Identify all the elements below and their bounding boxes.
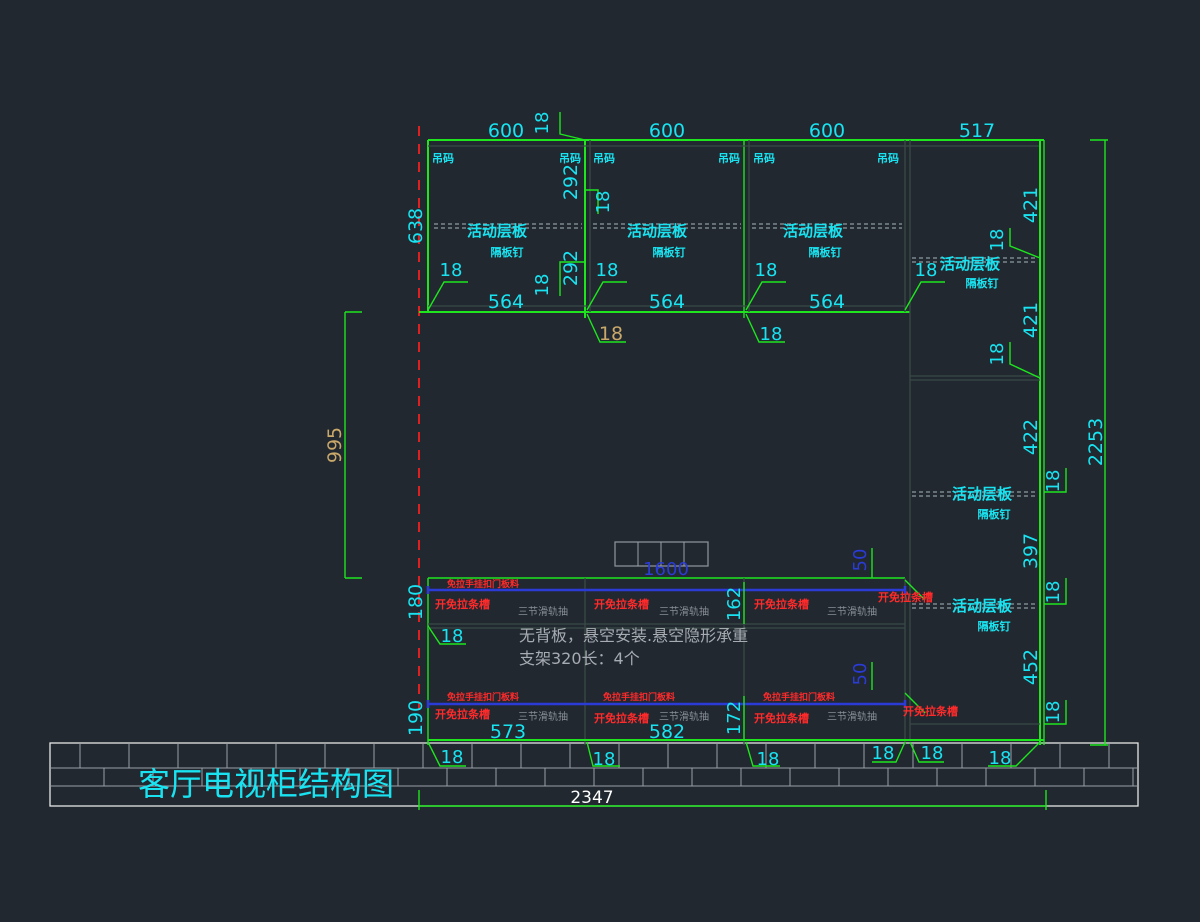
upper-width-2: 600	[649, 120, 685, 142]
thk-right-2: 18	[987, 343, 1008, 366]
thk-mid-upper: 18	[593, 191, 614, 214]
thickness-leaders	[427, 112, 1067, 767]
shelf-sub-5: 隔板钉	[978, 507, 1011, 521]
strip-lower-3: 免拉手挂扣门板料	[763, 691, 835, 703]
upper-half-bottom: 292	[560, 250, 582, 286]
shelf-sub-4: 隔板钉	[966, 276, 999, 290]
thk-drawer: 18	[441, 626, 464, 647]
shelf-sub-1: 隔板钉	[491, 245, 524, 259]
right-tall-column	[910, 140, 1045, 745]
rail-4: 三节滑轨抽	[518, 710, 568, 723]
thk-bottom-3: 18	[757, 749, 780, 770]
upper-cabinet	[419, 139, 1044, 740]
install-note: 无背板，悬空安装.悬空隐形承重	[519, 626, 748, 645]
thk-top: 18	[532, 112, 553, 135]
drawer-lower-height: 190	[405, 700, 427, 736]
upper-width-1: 600	[488, 120, 524, 142]
pull-4: 开免拉条槽	[878, 590, 933, 604]
total-height: 2253	[1085, 418, 1107, 466]
drawer-mid-upper: 162	[724, 587, 745, 621]
shelf-label-4: 活动层板	[940, 255, 1001, 273]
thk-col-2: 18	[596, 260, 619, 281]
rail-6: 三节滑轨抽	[827, 710, 877, 723]
hanger-6: 吊码	[877, 152, 899, 165]
strip-upper-1: 免拉手挂扣门板料	[447, 578, 519, 590]
rail-5: 三节滑轨抽	[659, 710, 709, 723]
hanger-1: 吊码	[432, 152, 454, 165]
total-width: 2347	[570, 788, 613, 808]
rail-1: 三节滑轨抽	[518, 605, 568, 618]
shelf-label-5: 活动层板	[952, 485, 1013, 503]
inner-width-2: 564	[649, 291, 685, 313]
thk-right-3: 18	[1043, 470, 1064, 493]
shelf-sub-3: 隔板钉	[809, 245, 842, 259]
thk-bottom-6: 18	[989, 748, 1012, 769]
blue-dim-lower: 50	[850, 663, 871, 686]
upper-width-3: 600	[809, 120, 845, 142]
thk-right-1: 18	[987, 229, 1008, 252]
strip-lower-1: 免拉手挂扣门板料	[447, 691, 519, 703]
drawer-upper-height: 180	[405, 584, 427, 620]
pull-7: 开免拉条槽	[754, 711, 809, 725]
dimension-lines	[344, 139, 1108, 810]
inner-width-1: 564	[488, 291, 524, 313]
thk-right-4: 18	[1043, 581, 1064, 604]
bracket-note: 支架320长：4个	[519, 649, 640, 668]
rail-2: 三节滑轨抽	[659, 605, 709, 618]
drawer-mid-lower: 172	[724, 701, 745, 735]
right-col-1: 421	[1020, 187, 1042, 223]
gap-height: 995	[324, 427, 346, 463]
thk-bottom-5: 18	[921, 743, 944, 764]
shelf-sub-6: 隔板钉	[978, 619, 1011, 633]
rail-3: 三节滑轨抽	[827, 605, 877, 618]
drawing-title: 客厅电视柜结构图	[138, 765, 394, 803]
thk-tan: 18	[599, 323, 623, 345]
pull-3: 开免拉条槽	[754, 597, 809, 611]
thk-right-5: 18	[1043, 701, 1064, 724]
pull-2: 开免拉条槽	[594, 597, 649, 611]
thk-col-4: 18	[915, 260, 938, 281]
drawer-area	[426, 541, 1044, 745]
thk-mid-lower: 18	[532, 274, 553, 297]
thk-col-1: 18	[440, 260, 463, 281]
right-col-3: 422	[1020, 419, 1042, 455]
blue-dim-upper: 50	[850, 549, 871, 572]
shelf-label-2: 活动层板	[627, 222, 688, 240]
pull-6: 开免拉条槽	[594, 711, 649, 725]
hanger-3: 吊码	[593, 152, 615, 165]
right-col-2: 421	[1020, 302, 1042, 338]
right-col-5: 452	[1020, 649, 1042, 685]
shelf-label-3: 活动层板	[783, 222, 844, 240]
thk-col-3: 18	[755, 260, 778, 281]
thk-bottom-1: 18	[441, 747, 464, 768]
strip-lower-2: 免拉手挂扣门板料	[603, 691, 675, 703]
hanger-4: 吊码	[718, 152, 740, 165]
upper-width-4: 517	[959, 120, 995, 142]
shelf-label-6: 活动层板	[952, 597, 1013, 615]
pull-8: 开免拉条槽	[903, 704, 958, 718]
right-col-4: 397	[1020, 533, 1042, 569]
upper-height: 638	[405, 208, 427, 244]
opening-width: 1600	[643, 559, 689, 580]
thk-below-2: 18	[760, 324, 783, 345]
bottom-width-2: 582	[649, 721, 685, 743]
hanger-2: 吊码	[559, 152, 581, 165]
shelf-sub-2: 隔板钉	[653, 245, 686, 259]
pull-1: 开免拉条槽	[435, 597, 490, 611]
thk-bottom-2: 18	[593, 749, 616, 770]
pull-5: 开免拉条槽	[435, 707, 490, 721]
inner-width-3: 564	[809, 291, 845, 313]
thk-bottom-4: 18	[872, 743, 895, 764]
shelf-label-1: 活动层板	[467, 222, 528, 240]
upper-half-top: 292	[560, 164, 582, 200]
bottom-width-1: 573	[490, 721, 526, 743]
hanger-5: 吊码	[753, 152, 775, 165]
